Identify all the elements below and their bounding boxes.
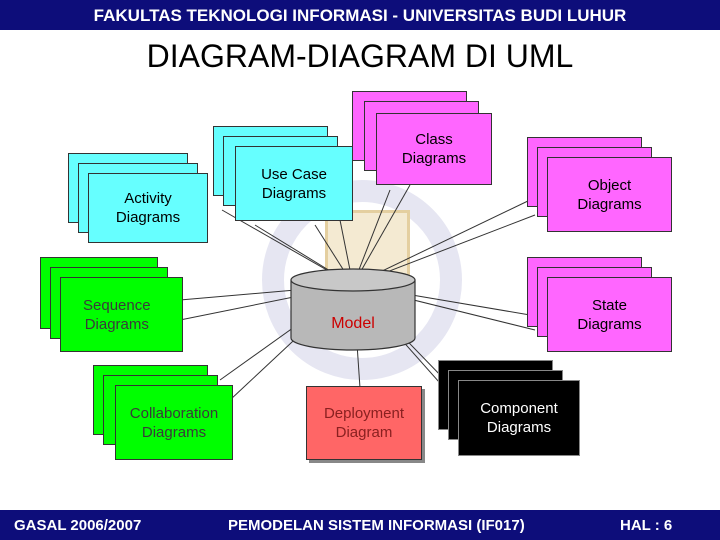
footer-page: HAL : 6: [620, 517, 673, 534]
model-cylinder-body: [290, 280, 416, 351]
class-label-2: Diagrams: [401, 150, 467, 167]
object-label-1: Object: [587, 176, 632, 194]
activity-label-2: Diagrams: [115, 209, 181, 226]
deployment-label-2: Diagram: [335, 424, 393, 441]
class-label-1: Class: [415, 131, 453, 148]
usecase-label-1: Use Case: [261, 166, 327, 183]
state-label-1: State: [591, 296, 628, 314]
sequence-label-1: Sequence: [83, 297, 151, 314]
collab-label-2: Diagrams: [141, 423, 207, 441]
component-label-2: Diagrams: [486, 419, 552, 436]
component-label-1: Component: [480, 400, 558, 417]
slide-title: DIAGRAM-DIAGRAM DI UML: [146, 38, 574, 74]
model-label: Model: [331, 315, 375, 332]
header-title: FAKULTAS TEKNOLOGI INFORMASI - UNIVERSIT…: [93, 6, 627, 25]
usecase-label-2: Diagrams: [261, 185, 327, 202]
state-label-2: Diagrams: [577, 315, 642, 333]
connector-class-2: [352, 184, 411, 286]
activity-label-1: Activity: [124, 190, 172, 207]
sequence-label-2: Diagrams: [84, 316, 149, 333]
collab-label-1: Collaboration: [129, 404, 219, 422]
deployment-label-1: Deployment: [323, 405, 405, 422]
header-bar: FAKULTAS TEKNOLOGI INFORMASI - UNIVERSIT…: [0, 0, 720, 30]
footer-course: PEMODELAN SISTEM INFORMASI (IF017): [228, 517, 525, 534]
footer-semester: GASAL 2006/2007: [14, 517, 142, 534]
object-label-2: Diagrams: [577, 195, 642, 213]
model-cylinder-top: [290, 268, 416, 292]
model-cylinder[interactable]: Model: [290, 268, 416, 352]
footer-bar: GASAL 2006/2007 PEMODELAN SISTEM INFORMA…: [0, 510, 720, 540]
